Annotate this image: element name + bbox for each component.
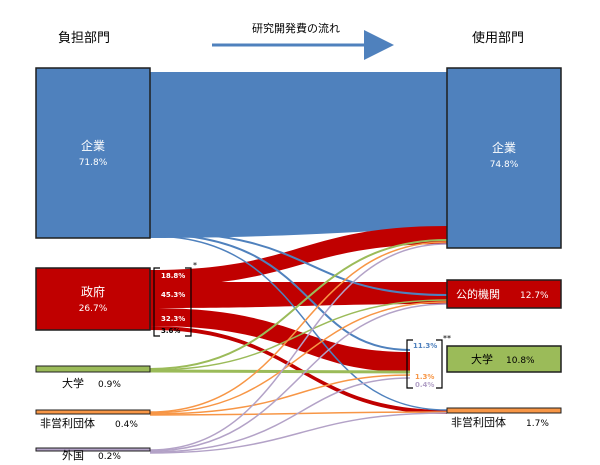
use-university-box xyxy=(446,345,562,373)
flow-univ-to-public xyxy=(149,299,448,371)
flow-company-to-nonprofit xyxy=(149,235,448,411)
flow-univ-to-company xyxy=(149,239,448,370)
use-nonprofit-label: 非営利団体 xyxy=(451,415,506,429)
use-company-box xyxy=(446,67,562,249)
flow-np-to-university xyxy=(149,374,411,415)
source-university-box xyxy=(35,365,151,373)
source-company-box xyxy=(35,67,151,239)
source-foreign-label: 外国 xyxy=(62,449,84,462)
header-left: 負担部門 xyxy=(58,31,110,46)
source-government-label: 政府 xyxy=(81,284,105,299)
flow-company-to-public xyxy=(149,231,448,296)
univ-split-bracket: ** 11.3% 79.8% 7.2% 1.3% 0.4% xyxy=(406,334,451,389)
source-foreign-box xyxy=(35,447,151,452)
use-nonprofit-box xyxy=(446,407,562,414)
source-foreign-share: 0.2% xyxy=(98,452,121,462)
source-nodes: 企業 71.8% 政府 26.7% 大学 0.9% 非営利団体 0.4% 外国 … xyxy=(35,67,151,462)
flow-company-to-university xyxy=(149,233,411,351)
source-company-label: 企業 xyxy=(81,138,105,153)
flow-univ-to-university xyxy=(149,369,411,374)
source-nonprofit-label: 非営利団体 xyxy=(40,416,95,430)
use-university-share: 10.8% xyxy=(506,356,535,366)
use-nonprofit-share: 1.7% xyxy=(526,419,549,429)
univ-split-value-4: 1.3% xyxy=(415,373,434,381)
source-nonprofit-box xyxy=(35,409,151,415)
gov-bracket-left xyxy=(153,267,160,337)
flow-foreign-to-company xyxy=(149,243,448,451)
header-center: 研究開発費の流れ xyxy=(252,21,340,35)
flow-company-to-company xyxy=(150,72,447,238)
univ-bracket-right xyxy=(436,339,443,389)
univ-split-marker: ** xyxy=(443,334,451,343)
gov-split-value-2: 45.3% xyxy=(161,291,185,299)
source-nonprofit-share: 0.4% xyxy=(115,420,138,430)
gov-split-bracket: * 18.8% 45.3% 32.3% 3.6% xyxy=(153,261,197,337)
use-company-share: 74.8% xyxy=(490,160,519,170)
gov-bracket-right xyxy=(185,267,192,337)
flow-gov-to-public xyxy=(150,282,447,308)
use-nodes: 企業 74.8% 公的機関 12.7% 大学 10.8% 非営利団体 1.7% xyxy=(446,67,562,429)
flow-foreign-to-public xyxy=(149,303,448,452)
univ-split-value-1: 11.3% xyxy=(413,342,437,350)
use-company-label: 企業 xyxy=(492,140,516,155)
gov-split-value-3: 32.3% xyxy=(161,315,185,323)
header-right: 使用部門 xyxy=(472,30,524,46)
gov-split-value-1: 18.8% xyxy=(161,272,185,280)
univ-split-value-5: 0.4% xyxy=(415,381,434,389)
flow-np-to-company xyxy=(149,241,448,413)
flow-foreign-to-university xyxy=(149,377,411,453)
gov-split-marker: * xyxy=(193,261,197,270)
use-public-label: 公的機関 xyxy=(456,287,500,301)
use-public-box xyxy=(446,279,562,309)
source-university-label: 大学 xyxy=(62,376,84,390)
univ-split-value-3: 7.2% xyxy=(415,365,434,373)
use-public-share: 12.7% xyxy=(520,291,549,301)
flow-bands xyxy=(149,72,448,454)
gov-split-value-4: 3.6% xyxy=(161,327,180,335)
use-university-label: 大学 xyxy=(471,352,493,366)
flow-gov-to-university xyxy=(150,308,410,372)
source-government-share: 26.7% xyxy=(79,304,108,314)
source-company-share: 71.8% xyxy=(79,158,108,168)
flow-np-to-public xyxy=(149,301,448,414)
flow-gov-to-company xyxy=(150,226,447,286)
source-government-box xyxy=(35,267,151,331)
flow-np-to-nonprofit xyxy=(149,411,448,416)
univ-split-value-2: 79.8% xyxy=(413,356,437,364)
flow-foreign-to-nonprofit xyxy=(149,412,448,454)
univ-bracket-left xyxy=(406,339,413,389)
flow-gov-to-nonprofit xyxy=(150,326,447,414)
source-university-share: 0.9% xyxy=(98,380,121,390)
